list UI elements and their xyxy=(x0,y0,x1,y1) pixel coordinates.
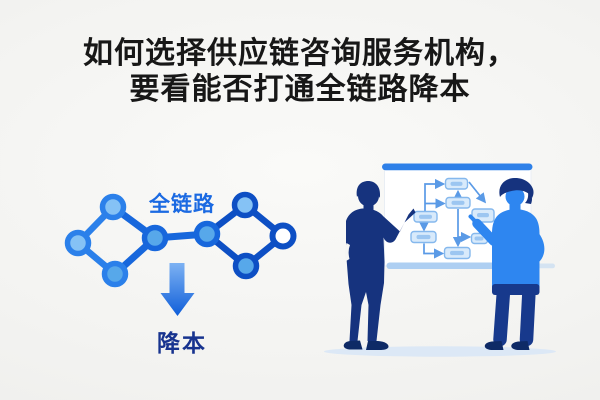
down-arrow-icon xyxy=(160,263,195,316)
flowchart-arrow xyxy=(468,181,487,204)
person-right-head xyxy=(505,187,525,206)
chain-label-bottom: 降本 xyxy=(157,330,207,356)
chain-node xyxy=(99,193,127,221)
person-left-head xyxy=(358,185,379,207)
person-right-back-arm xyxy=(527,231,545,266)
chain-node xyxy=(231,191,259,219)
chain-node xyxy=(141,224,169,252)
person-left-arm-gap xyxy=(344,243,350,261)
poster-title: 如何选择供应链咨询服务机构， 要看能否打通全链路降本 xyxy=(0,36,600,108)
flowchart-box xyxy=(444,177,469,190)
flowchart-box xyxy=(471,208,495,223)
chain-node xyxy=(232,252,260,280)
person-right-leg xyxy=(493,284,511,347)
person-left-body xyxy=(346,208,416,341)
flowchart-box xyxy=(445,196,471,209)
chain-link-diagram xyxy=(64,191,297,288)
chain-node-hollow xyxy=(269,222,297,250)
title-line-1: 如何选择供应链咨询服务机构， xyxy=(83,37,517,70)
whiteboard-top-rail xyxy=(382,163,533,171)
person-right-shoe xyxy=(511,341,530,350)
person-right-finger xyxy=(468,214,480,226)
person-right-hair-nape xyxy=(525,192,532,204)
flowchart xyxy=(410,177,495,260)
person-right-shoe xyxy=(484,341,504,350)
person-left-shoe xyxy=(343,340,363,350)
flowchart-box xyxy=(413,210,438,223)
flowchart-box xyxy=(410,230,437,244)
person-right-figure xyxy=(468,177,545,350)
chain-label-top: 全链路 xyxy=(149,193,215,216)
person-left-figure xyxy=(343,181,416,350)
person-right-pointing-arm xyxy=(472,218,507,246)
person-right-hair xyxy=(499,177,534,198)
chain-node xyxy=(64,229,92,257)
flowchart-arrow xyxy=(423,243,445,259)
chain-node xyxy=(101,260,129,288)
flowchart-box xyxy=(443,246,471,260)
person-right-neck xyxy=(509,203,521,211)
chain-node xyxy=(193,220,221,248)
title-line-2: 要看能否打通全链路降本 xyxy=(129,73,471,106)
person-right-leg xyxy=(519,284,536,347)
person-right-torso xyxy=(492,209,540,289)
person-left-neck xyxy=(363,203,374,212)
person-left-shoe xyxy=(366,341,389,350)
